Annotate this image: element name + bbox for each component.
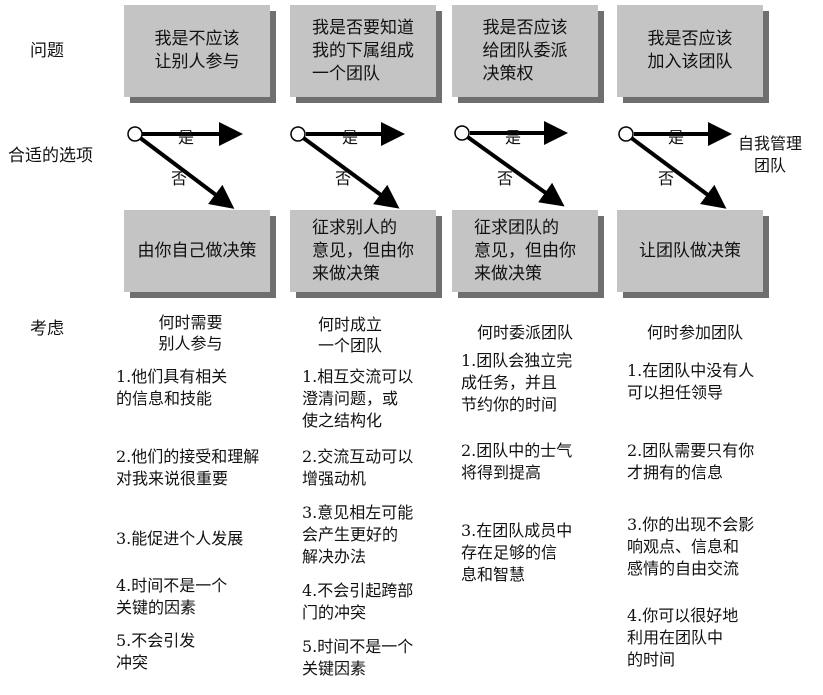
- question-text-2: 我是否要知道 我的下属组成 一个团队: [312, 17, 414, 84]
- consideration-heading-2: 何时成立 一个团队: [317, 315, 382, 355]
- decision-box-1: 由你自己做决策: [124, 210, 270, 292]
- no-label-2: 否: [335, 169, 352, 188]
- consideration-item-3-3: 3.在团队成员中 存在足够的信 息和智慧: [461, 521, 573, 584]
- start-node-3: [454, 125, 470, 141]
- arrow-group-3: [454, 121, 568, 207]
- row-label-considerations: 考虑: [30, 319, 64, 339]
- question-box-3: 我是否应该 给团队委派 决策权: [452, 5, 598, 97]
- decision-text-4: 让团队做决策: [639, 240, 741, 261]
- consideration-item-4-2: 2.团队需要只有你 才拥有的信息: [627, 441, 755, 482]
- arrow-group-4: [618, 122, 732, 209]
- arrow-group-2: [290, 122, 405, 209]
- decision-text-3: 征求团队的 意见，但由你 来做决策: [474, 217, 576, 284]
- consideration-item-1-2: 2.他们的接受和理解 对我来说很重要: [116, 447, 260, 488]
- question-box-1: 我是不应该 让别人参与: [124, 5, 270, 97]
- decision-box-2: 征求别人的 意见，但由你 来做决策: [290, 210, 436, 292]
- consideration-item-2-3: 3.意见相左可能 会产生更好的 解决办法: [302, 503, 414, 566]
- consideration-item-1-3: 3.能促进个人发展: [116, 529, 244, 548]
- consideration-item-4-4: 4.你可以很好地 利用在团队中 的时间: [627, 606, 739, 669]
- question-box-2: 我是否要知道 我的下属组成 一个团队: [290, 5, 436, 97]
- yes-label-4: 是: [668, 128, 685, 147]
- no-arrow-2: [296, 132, 400, 209]
- no-label-4: 否: [658, 169, 675, 188]
- yes-label-1: 是: [178, 128, 195, 147]
- decision-text-2: 征求别人的 意见，但由你 来做决策: [312, 217, 414, 284]
- start-node-4: [618, 126, 634, 142]
- consideration-item-4-3: 3.你的出现不会影 响观点、信息和 感情的自由交流: [627, 515, 755, 578]
- yes-label-3: 是: [505, 128, 522, 147]
- row-label-options: 合适的选项: [8, 146, 93, 166]
- decision-text-1: 由你自己做决策: [137, 240, 257, 261]
- consideration-item-3-1: 1.团队会独立完 成任务，并且 节约你的时间: [461, 351, 573, 414]
- question-box-4: 我是否应该 加入该团队: [617, 5, 763, 97]
- consideration-heading-4: 何时参加团队: [646, 323, 743, 342]
- consideration-heading-3: 何时委派团队: [476, 323, 573, 342]
- question-text-1: 我是不应该 让别人参与: [154, 29, 240, 72]
- start-node-1: [127, 126, 143, 142]
- consideration-item-2-4: 4.不会引起跨部 门的冲突: [302, 581, 414, 622]
- question-text-4: 我是否应该 加入该团队: [647, 29, 733, 72]
- start-node-2: [290, 126, 306, 142]
- no-arrow-4: [624, 132, 727, 209]
- decision-box-3: 征求团队的 意见，但由你 来做决策: [452, 210, 598, 292]
- consideration-item-1-5: 5.不会引发 冲突: [116, 631, 196, 672]
- no-arrow-1: [133, 132, 235, 209]
- consideration-heading-1: 何时需要 别人参与: [158, 313, 223, 353]
- question-text-3: 我是否应该 给团队委派 决策权: [482, 17, 568, 84]
- no-label-1: 否: [171, 169, 188, 188]
- consideration-item-1-4: 4.时间不是一个 关键的因素: [116, 576, 228, 617]
- consideration-item-2-2: 2.交流互动可以 增强动机: [302, 447, 414, 488]
- no-label-3: 否: [497, 169, 514, 188]
- consideration-item-1-1: 1.他们具有相关 的信息和技能: [116, 367, 228, 408]
- row-label-question: 问题: [30, 41, 64, 61]
- yes-label-2: 是: [342, 128, 359, 147]
- self-managed-team-label: 自我管理 团队: [738, 134, 803, 175]
- consideration-item-2-1: 1.相互交流可以 澄清问题，或 使之结构化: [302, 367, 414, 430]
- consideration-item-2-5: 5.时间不是一个 关键因素: [302, 637, 414, 678]
- consideration-item-4-1: 1.在团队中没有人 可以担任领导: [627, 361, 755, 402]
- arrow-group-1: [127, 122, 243, 209]
- consideration-item-3-2: 2.团队中的士气 将得到提高: [461, 441, 573, 482]
- decision-box-4: 让团队做决策: [617, 210, 763, 292]
- no-arrow-3: [460, 131, 565, 207]
